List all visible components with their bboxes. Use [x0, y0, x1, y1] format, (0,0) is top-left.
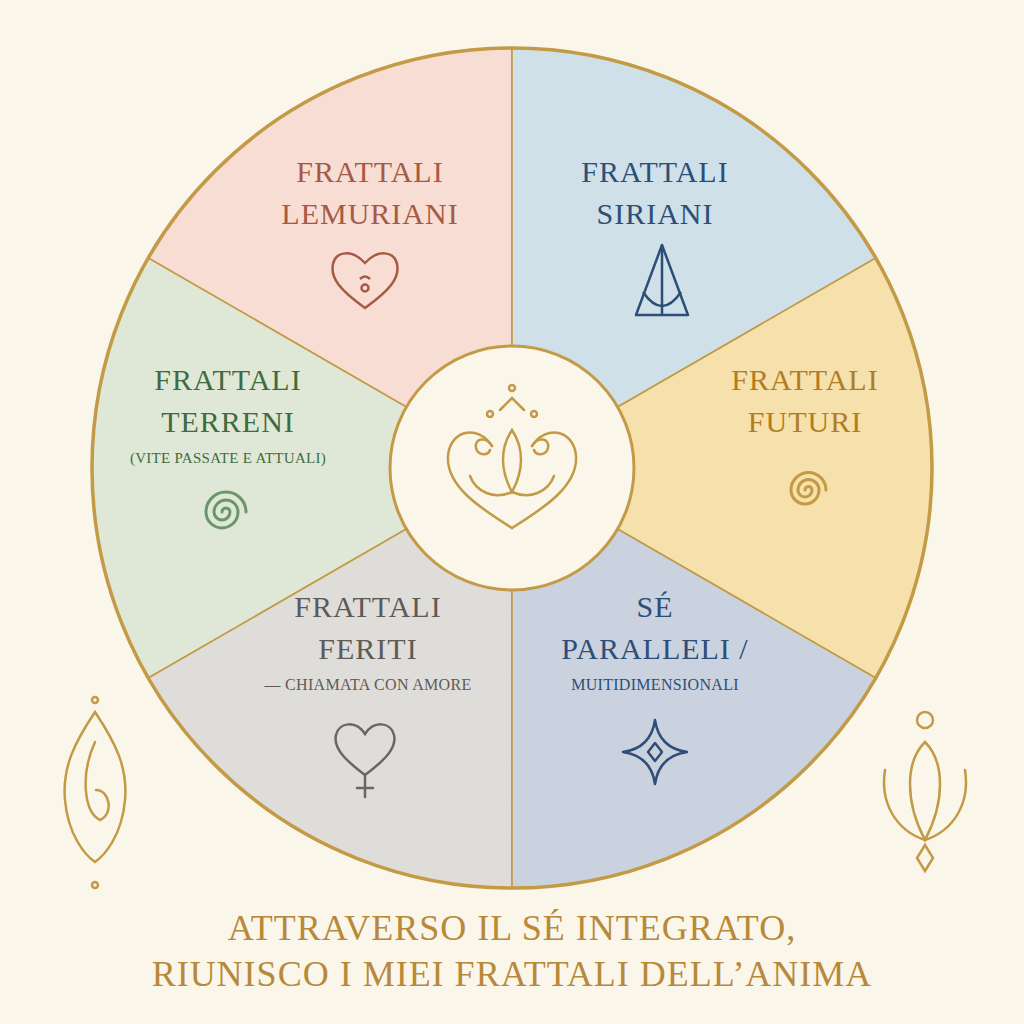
caption: ATTRAVERSO IL SÉ INTEGRATO, RIUNISCO I M…	[136, 905, 888, 997]
sector-label: FRATTALI TERRENI (VITE PASSATE E ATTUALI)	[88, 357, 368, 477]
sector-title: FRATTALI TERRENI	[121, 359, 336, 443]
sector-title: FRATTALI FERITI	[261, 586, 476, 670]
sector-title: FRATTALI FUTURI	[698, 359, 913, 443]
sector-label: FRATTALI SIRIANI	[515, 149, 795, 243]
sector-label: FRATTALI FUTURI	[665, 357, 945, 451]
outer-ring	[92, 48, 932, 888]
center-circle	[390, 346, 634, 590]
sector-title: SÉ PARALLELI /	[548, 586, 763, 670]
sector-subtitle: — CHIAMATA CON AMORE	[232, 674, 504, 696]
center-ornament	[448, 385, 576, 528]
sector-label: FRATTALI LEMURIANI	[230, 149, 510, 243]
spiral-symbol	[791, 473, 826, 505]
sector-label: SÉ PARALLELI / MUITIDIMENSIONALI	[515, 584, 795, 704]
heart-symbol	[332, 253, 397, 308]
sector-title: FRATTALI LEMURIANI	[263, 151, 478, 235]
star-symbol	[623, 720, 687, 784]
sector-label: FRATTALI FERITI — CHIAMATA CON AMORE	[228, 584, 508, 704]
sector-subtitle: MUITIDIMENSIONALI	[519, 674, 791, 696]
spiral-symbol	[206, 492, 246, 528]
pyramid-symbol	[636, 245, 688, 315]
lotus-ornament	[884, 712, 966, 871]
sector-subtitle: (VITE PASSATE E ATTUALI)	[92, 447, 364, 469]
wounded-heart-symbol	[336, 724, 395, 797]
sector-title: FRATTALI SIRIANI	[548, 151, 763, 235]
flame-ornament	[65, 697, 126, 888]
